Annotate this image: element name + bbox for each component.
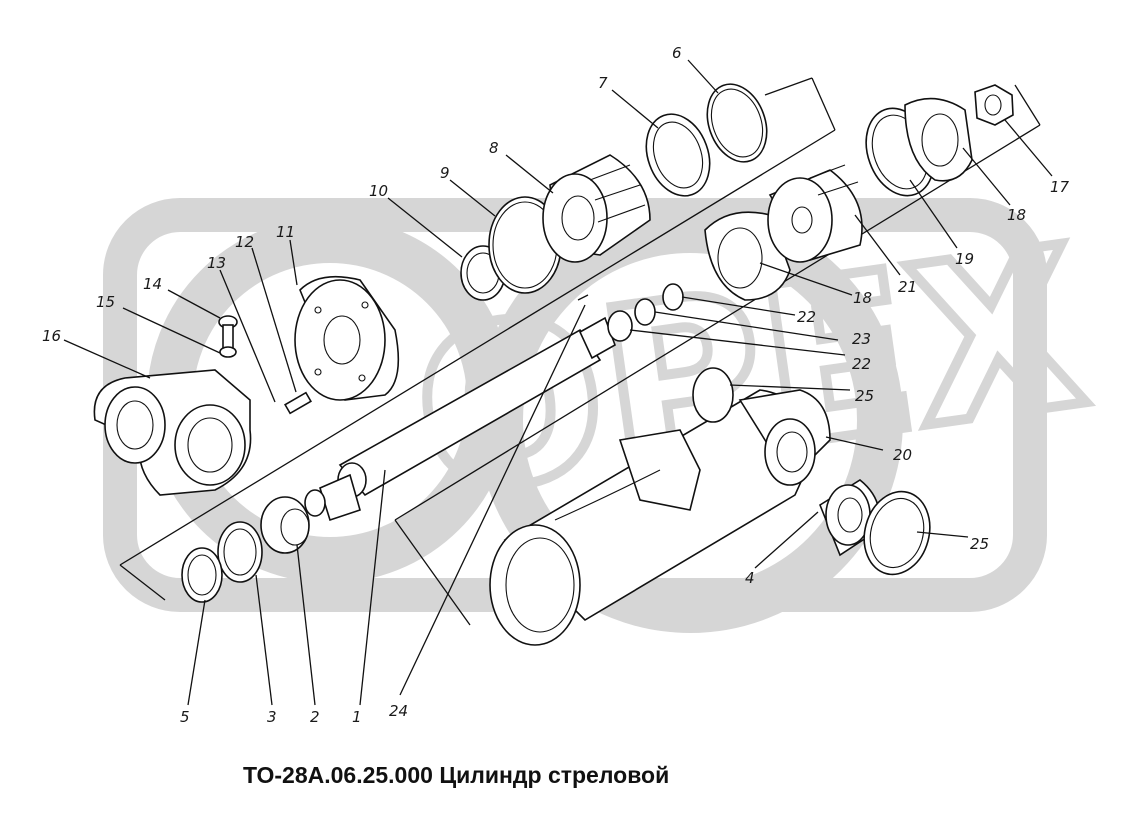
part-7-ring — [645, 113, 711, 197]
callout-7: 7 — [598, 74, 608, 92]
callout-10: 10 — [369, 182, 388, 200]
part-20-cylinder-body — [489, 367, 831, 646]
callout-15: 15 — [96, 293, 115, 311]
callout-12: 12 — [235, 233, 254, 251]
callout-22-lower: 22 — [852, 355, 871, 373]
callout-17: 17 — [1050, 178, 1070, 196]
part-5-circlip — [181, 547, 223, 603]
assembly-axis-lines — [119, 77, 1041, 626]
callout-5: 5 — [180, 708, 190, 726]
part-24-pin — [577, 294, 589, 301]
callout-23: 23 — [852, 330, 871, 348]
callout-18-upper: 18 — [1007, 206, 1026, 224]
callout-19: 19 — [955, 250, 974, 268]
callout-1: 1 — [352, 708, 362, 726]
callout-2: 2 — [310, 708, 320, 726]
drawing-caption: ТО-28А.06.25.000 Цилиндр стреловой — [243, 762, 669, 788]
part-21-piston — [767, 164, 863, 263]
part-1-rod — [304, 316, 616, 522]
leader-lines — [63, 59, 1053, 706]
part-18-half-ring-lower — [704, 211, 791, 301]
part-3-ring — [217, 521, 263, 583]
callout-labels: 6 7 8 9 10 11 12 13 14 15 16 17 18 18 19… — [42, 44, 1070, 726]
callout-20: 20 — [893, 446, 912, 464]
part-16-eye-end — [93, 369, 252, 496]
callout-14: 14 — [143, 275, 162, 293]
callout-25-upper: 25 — [855, 387, 874, 405]
part-2-bushing — [260, 496, 310, 554]
callout-4: 4 — [745, 569, 755, 587]
callout-8: 8 — [489, 139, 499, 157]
callout-11: 11 — [276, 223, 295, 241]
callout-3: 3 — [267, 708, 277, 726]
callout-22-upper: 22 — [797, 308, 816, 326]
part-6-ring — [706, 83, 768, 163]
callout-18-lower: 18 — [853, 289, 872, 307]
callout-6: 6 — [672, 44, 682, 62]
part-17-nut — [974, 84, 1014, 126]
part-18-half-ring-upper — [904, 97, 973, 182]
part-25-circlip — [863, 490, 931, 576]
part-8-gland — [542, 154, 651, 263]
parts-12-15-fasteners — [218, 315, 312, 415]
callout-25-lower: 25 — [970, 535, 989, 553]
part-4-bushing — [819, 479, 881, 557]
callout-9: 9 — [440, 164, 450, 182]
callout-21: 21 — [898, 278, 917, 296]
callout-13: 13 — [207, 254, 226, 272]
callout-24: 24 — [389, 702, 408, 720]
part-11-flange — [294, 275, 400, 401]
callout-16: 16 — [42, 327, 61, 345]
